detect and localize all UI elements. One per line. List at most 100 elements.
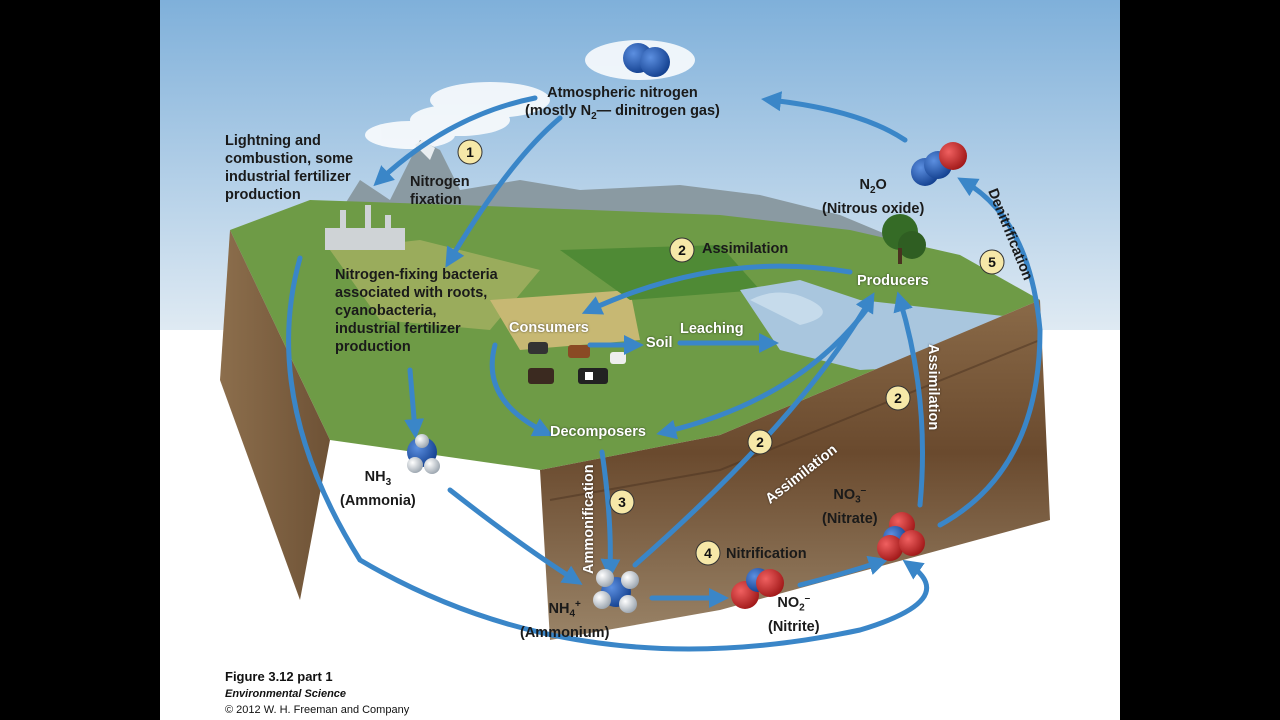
consumers-label: Consumers (509, 320, 589, 336)
badge-2-mid-text: 2 (756, 434, 764, 450)
nh4-formula: NH4+ (520, 596, 609, 624)
soil-label: Soil (646, 335, 673, 351)
no2-label: NO2– (Nitrite) (768, 590, 820, 636)
atmospheric-line1: Atmospheric nitrogen (547, 85, 698, 101)
arrow-n2o-to-atmosphere (761, 91, 908, 143)
no3-formula: NO3– (822, 482, 878, 510)
arrow-atmosphere-to-bacteria (445, 115, 563, 268)
badge-5: 5 (979, 249, 1005, 275)
n2o-n: N (859, 177, 870, 193)
atmospheric-line2: (mostly N2— dinitrogen gas) (525, 102, 720, 126)
nh4-name: (Ammonium) (520, 624, 610, 641)
arrow-decomposers-to-nh4 (599, 449, 621, 579)
no3-sub: 3 (855, 494, 861, 506)
no2-sub: 2 (799, 602, 805, 614)
bacteria-line-2: associated with roots, (335, 285, 488, 301)
badge-3: 3 (609, 489, 635, 515)
nh4-nh: NH (548, 600, 570, 617)
bacteria-line-1: Nitrogen-fixing bacteria (335, 267, 498, 283)
n2-molecule (623, 43, 670, 77)
no3-label: NO3– (Nitrate) (822, 482, 878, 528)
book-caption: Environmental Science (225, 688, 347, 700)
no2-name: (Nitrite) (768, 618, 820, 635)
no2-formula: NO2– (768, 590, 820, 618)
nh3-nh: NH (364, 469, 386, 485)
arrow-producers-to-consumers (581, 263, 853, 315)
atmospheric-sub: 2 (591, 110, 597, 122)
nh3-name: (Ammonia) (340, 492, 416, 509)
lightning-label: Lightning and combustion, some industria… (225, 132, 353, 204)
badge-2-right-text: 2 (894, 390, 902, 406)
nh4-sub: 4 (569, 608, 576, 620)
assimilation-right-label: Assimilation (925, 344, 941, 431)
n2o-o: O (875, 177, 887, 193)
atmospheric-pre: (mostly N (525, 103, 592, 119)
arrow-consumers-to-decomposers (489, 342, 554, 437)
nh3-sub: 3 (385, 476, 392, 488)
nh3-label: NH3 (Ammonia) (340, 468, 416, 510)
n2o-sub: 2 (869, 184, 876, 196)
producers-label: Producers (857, 273, 929, 289)
arrow-nitrate-to-n2o (937, 177, 1043, 528)
lightning-line-3: industrial fertilizer (225, 169, 351, 185)
no2-molecule (731, 568, 784, 609)
arrow-outer-loop (286, 255, 930, 652)
cows (528, 342, 626, 384)
nitrogen-cycle-illustration: 1 2 2 2 3 4 5 (160, 0, 1120, 652)
nh3-formula: NH3 (340, 468, 416, 492)
badge-1: 1 (457, 139, 483, 165)
diagram-canvas: 1 2 2 2 3 4 5 Atmospheric nitrogen (most… (160, 0, 1120, 720)
badge-4-text: 4 (704, 545, 712, 561)
nh4-molecule (593, 569, 639, 613)
nitrogen-fixation-line-1: Nitrogen (410, 174, 470, 190)
nitrogen-fixation-label: Nitrogen fixation (410, 173, 470, 209)
ammonification-label: Ammonification (581, 464, 597, 574)
lightning-line-4: production (225, 187, 301, 203)
atmospheric-nitrogen-label: Atmospheric nitrogen (mostly N2— dinitro… (525, 84, 720, 126)
nitrification-label: Nitrification (726, 546, 807, 562)
bacteria-line-4: industrial fertilizer (335, 321, 461, 337)
badge-1-text: 1 (466, 144, 474, 160)
copyright-caption: © 2012 W. H. Freeman and Company (225, 704, 410, 716)
badge-2-top-text: 2 (678, 242, 686, 258)
bacteria-line-5: production (335, 339, 411, 355)
badge-2-right: 2 (885, 385, 911, 411)
leaching-label: Leaching (680, 321, 744, 337)
badge-2-top: 2 (669, 237, 695, 263)
no2-sup: – (804, 593, 811, 604)
arrow-producers-to-decomposers (656, 302, 873, 440)
nh3-molecule (407, 434, 440, 474)
no2-no: NO (777, 594, 800, 611)
badge-3-text: 3 (618, 494, 626, 510)
no3-molecule (877, 512, 925, 561)
nh4-sup: + (575, 599, 581, 610)
cycle-arrows (286, 91, 1043, 652)
soil-front-face (540, 300, 1050, 640)
soil-left-face (220, 230, 330, 600)
lightning-line-2: combustion, some (225, 151, 354, 167)
nitrogen-fixation-line-2: fixation (410, 192, 462, 208)
badge-4: 4 (695, 540, 721, 566)
arrow-nitrate-to-producers (893, 291, 925, 508)
arrow-atmosphere-to-lightning (373, 95, 538, 187)
no3-sup: – (860, 485, 867, 496)
badge-2-mid: 2 (747, 429, 773, 455)
atmospheric-post: — dinitrogen gas) (596, 103, 720, 119)
n2o-label: N2O (Nitrous oxide) (822, 176, 924, 218)
lightning-line-1: Lightning and (225, 133, 321, 149)
nitrogen-fixing-bacteria-label: Nitrogen-fixing bacteria associated with… (335, 266, 498, 356)
arrow-no2-to-no3 (797, 555, 889, 588)
n2o-formula: N2O (822, 176, 924, 200)
arrow-nh3-to-nh4 (447, 487, 583, 585)
decomposers-label: Decomposers (550, 424, 646, 440)
nh4-label: NH4+ (Ammonium) (520, 596, 609, 642)
factory (325, 205, 405, 250)
no3-name: (Nitrate) (822, 510, 878, 527)
figure-caption: Figure 3.12 part 1 (225, 669, 333, 684)
badge-5-text: 5 (988, 254, 996, 270)
assimilation-top-label: Assimilation (702, 241, 789, 257)
bacteria-line-3: cyanobacteria, (335, 303, 437, 319)
trees (882, 214, 926, 264)
n2o-molecule (911, 142, 967, 186)
no3-no: NO (833, 486, 856, 503)
